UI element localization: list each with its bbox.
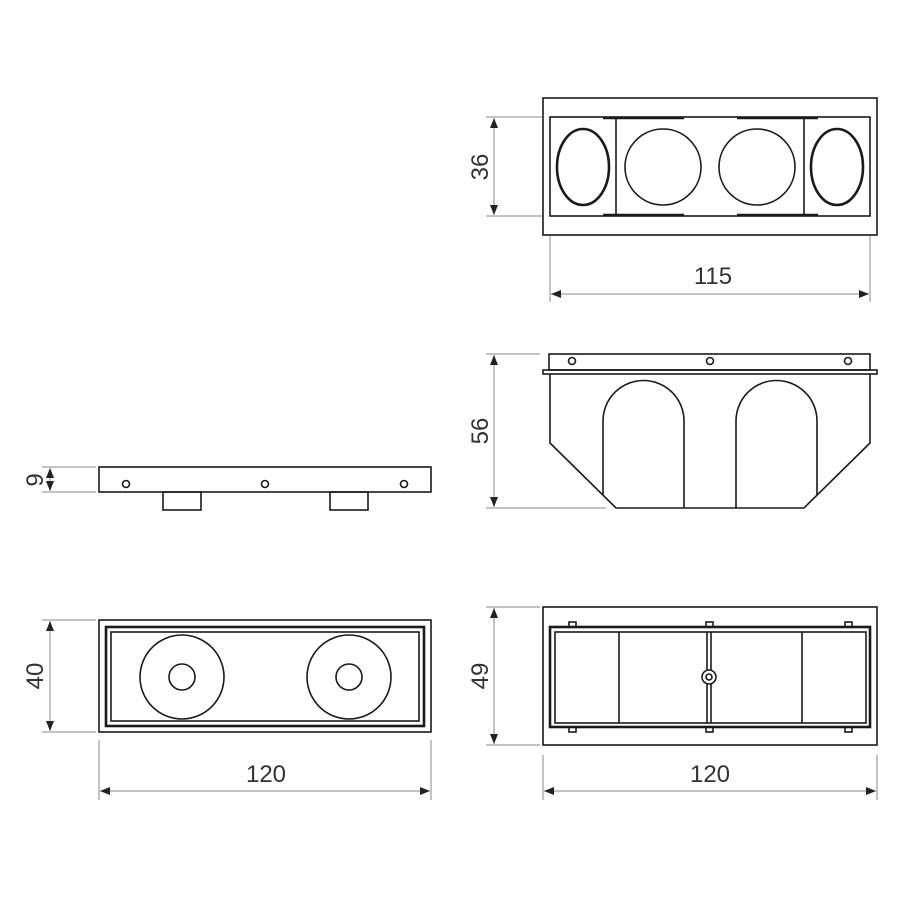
side-view: 9 bbox=[22, 466, 432, 511]
dimension-115: 115 bbox=[549, 236, 871, 302]
right-oval-opening bbox=[809, 127, 865, 207]
foot bbox=[329, 491, 369, 511]
round-boss bbox=[306, 634, 392, 720]
arch-opening bbox=[602, 379, 685, 508]
top-view: 36 115 bbox=[467, 97, 878, 302]
round-opening bbox=[624, 128, 702, 206]
arch-opening bbox=[735, 379, 818, 508]
dimension-9: 9 bbox=[22, 466, 96, 493]
bottom-view-left: 40 120 bbox=[22, 619, 432, 800]
dimension-36: 36 bbox=[467, 116, 542, 217]
dimension-label: 36 bbox=[467, 154, 494, 181]
dimension-label: 40 bbox=[22, 663, 49, 690]
dimension-label: 9 bbox=[22, 473, 49, 486]
dimension-120-left: 120 bbox=[98, 740, 432, 800]
front-view: 56 bbox=[467, 353, 878, 509]
dimension-label: 115 bbox=[694, 263, 732, 290]
center-screw bbox=[701, 669, 717, 685]
round-opening bbox=[718, 128, 796, 206]
left-oval-opening bbox=[555, 127, 611, 207]
bottom-view-right: 49 120 bbox=[467, 606, 878, 800]
dimension-40: 40 bbox=[22, 619, 96, 733]
dimension-label: 120 bbox=[246, 761, 286, 788]
dimension-120-right: 120 bbox=[542, 755, 878, 800]
dimension-label: 49 bbox=[467, 663, 494, 690]
dimension-56: 56 bbox=[467, 353, 606, 509]
dimension-49: 49 bbox=[467, 606, 540, 746]
dimension-label: 120 bbox=[690, 761, 730, 788]
dimension-label: 56 bbox=[467, 418, 494, 445]
round-boss bbox=[139, 634, 225, 720]
foot bbox=[162, 491, 202, 511]
